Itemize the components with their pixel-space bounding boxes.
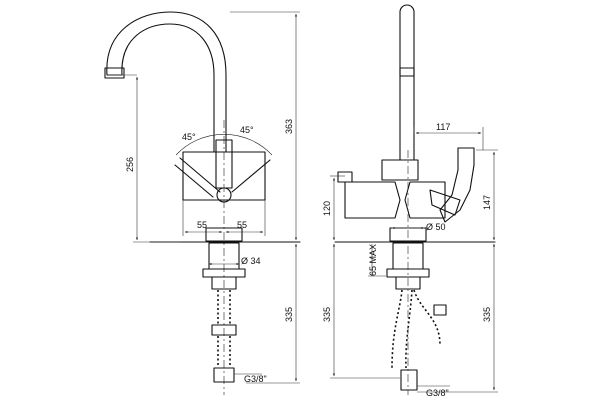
front-angle-arc: [175, 133, 273, 156]
dim-dia-34: Ø 34: [241, 256, 261, 266]
thread-label-front: G3/8": [244, 374, 267, 384]
thread-label-side: G3/8": [426, 388, 449, 398]
dim-dia-50: Ø 50: [426, 222, 446, 232]
side-spout-aerator: [399, 67, 415, 77]
side-view: 117 120 147 Ø 50 65 MAX 335 335 G3/8": [322, 4, 498, 398]
dim-363: 363: [284, 119, 294, 134]
dim-147: 147: [482, 195, 492, 210]
front-base: [205, 227, 243, 242]
front-spout-tip: [104, 67, 125, 79]
side-lever: [439, 147, 475, 223]
dim-117: 117: [436, 122, 450, 132]
side-body: [381, 159, 419, 181]
dim-256: 256: [125, 157, 135, 172]
dim-55-left: 55: [197, 220, 207, 230]
dim-65-max: 65 MAX: [368, 244, 378, 276]
front-view: 45° 45° 256 363 55 55: [104, 11, 301, 395]
front-hose-fitting: [211, 324, 237, 336]
dim-335-side-left: 335: [322, 307, 332, 322]
dim-335-front: 335: [284, 307, 294, 322]
side-hose-fitting: [433, 304, 447, 316]
dim-335-side-right: 335: [482, 307, 492, 322]
front-spout: [106, 11, 227, 153]
front-thread-fitting: [213, 367, 235, 383]
side-spout: [399, 4, 415, 161]
front-angle-left: 45°: [182, 132, 196, 142]
dim-55-right: 55: [237, 220, 247, 230]
front-handle: [215, 139, 233, 189]
front-angle-right: 45°: [240, 125, 254, 135]
side-thread-fitting: [400, 369, 418, 391]
dim-120: 120: [322, 201, 332, 216]
